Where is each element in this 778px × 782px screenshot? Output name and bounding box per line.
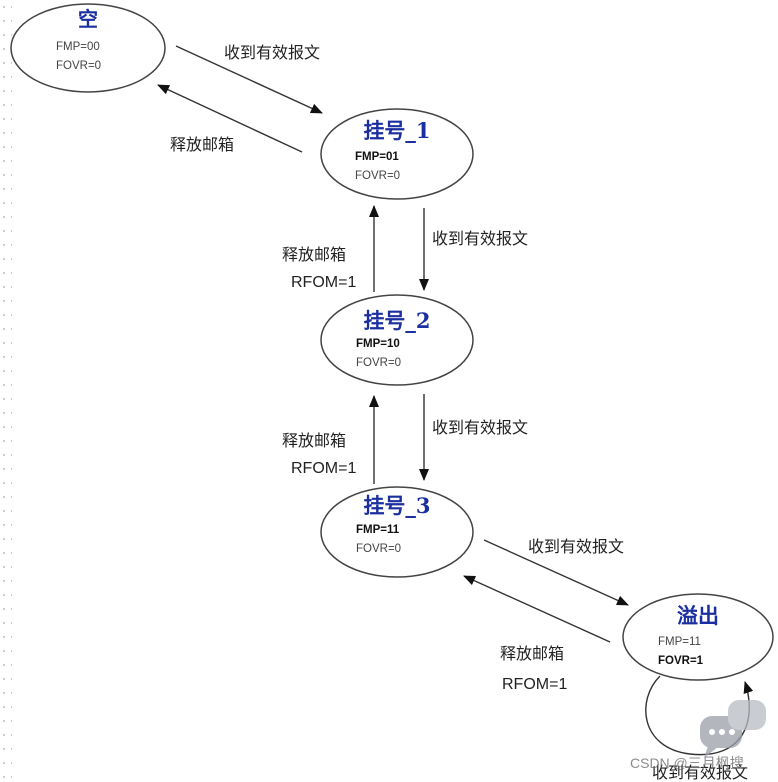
state-pending-1-fmp: FMP=01 (355, 151, 399, 163)
state-overrun-title: 溢出 (677, 603, 719, 628)
state-pending-2-ellipse (320, 294, 474, 386)
state-empty-fmp: FMP=00 (56, 41, 100, 53)
label-overrun-self-loop: 收到有效报文 (652, 763, 748, 782)
label-pending-3-to-overrun: 收到有效报文 (528, 537, 624, 556)
label-pending-1-to-pending-2: 收到有效报文 (432, 229, 528, 248)
arrow-overrun-to-pending-3 (463, 575, 611, 643)
watermark-text: CSDN @三月枫搜 (630, 755, 744, 771)
label-pending-2-to-pending-3: 收到有效报文 (432, 418, 528, 437)
state-empty: 空 FMP=00 FOVR=0 (10, 3, 166, 93)
state-pending-3-title: 挂号_3 (363, 493, 430, 518)
label-empty-to-pending-1: 收到有效报文 (224, 43, 320, 62)
state-pending-2-fmp: FMP=10 (356, 338, 400, 350)
state-pending-2: 挂号_2 FMP=10 FOVR=0 (320, 294, 474, 386)
arrow-pending-1-to-empty (157, 84, 303, 153)
state-empty-title: 空 (78, 7, 98, 31)
label-pending-2-to-pending-1-rfom: RFOM=1 (291, 274, 356, 291)
chat-bubble-icon (700, 700, 766, 758)
state-pending-1: 挂号_1 FMP=01 FOVR=0 (320, 108, 474, 200)
state-empty-ellipse (10, 3, 166, 93)
state-overrun-ellipse (622, 593, 774, 681)
state-overrun: 溢出 FMP=11 FOVR=1 (622, 593, 774, 681)
state-pending-2-fovr: FOVR=0 (356, 357, 401, 369)
label-pending-1-to-empty: 释放邮箱 (170, 135, 234, 154)
label-pending-2-to-pending-1-release: 释放邮箱 (282, 245, 346, 264)
label-pending-3-to-pending-2-rfom: RFOM=1 (291, 460, 356, 477)
state-pending-3: 挂号_3 FMP=11 FOVR=0 (320, 486, 474, 578)
state-pending-3-fmp: FMP=11 (356, 524, 400, 536)
label-overrun-to-pending-3-rfom: RFOM=1 (502, 676, 567, 693)
state-pending-3-fovr: FOVR=0 (356, 543, 401, 555)
state-pending-2-title: 挂号_2 (363, 308, 430, 333)
state-overrun-fovr: FOVR=1 (658, 655, 704, 667)
state-pending-1-title: 挂号_1 (363, 118, 430, 143)
state-overrun-fmp: FMP=11 (658, 636, 701, 648)
arrow-pending-3-to-overrun (483, 539, 629, 606)
label-pending-3-to-pending-2-release: 释放邮箱 (282, 431, 346, 450)
csdn-watermark: CSDN @三月枫搜 (630, 700, 766, 771)
arrow-empty-to-pending-1 (175, 45, 323, 114)
state-pending-1-ellipse (320, 108, 474, 200)
label-overrun-to-pending-3-release: 释放邮箱 (500, 644, 564, 663)
state-empty-fovr: FOVR=0 (56, 60, 101, 72)
left-dotted-border (0, 0, 12, 782)
state-pending-3-ellipse (320, 486, 474, 578)
state-pending-1-fovr: FOVR=0 (355, 170, 400, 182)
